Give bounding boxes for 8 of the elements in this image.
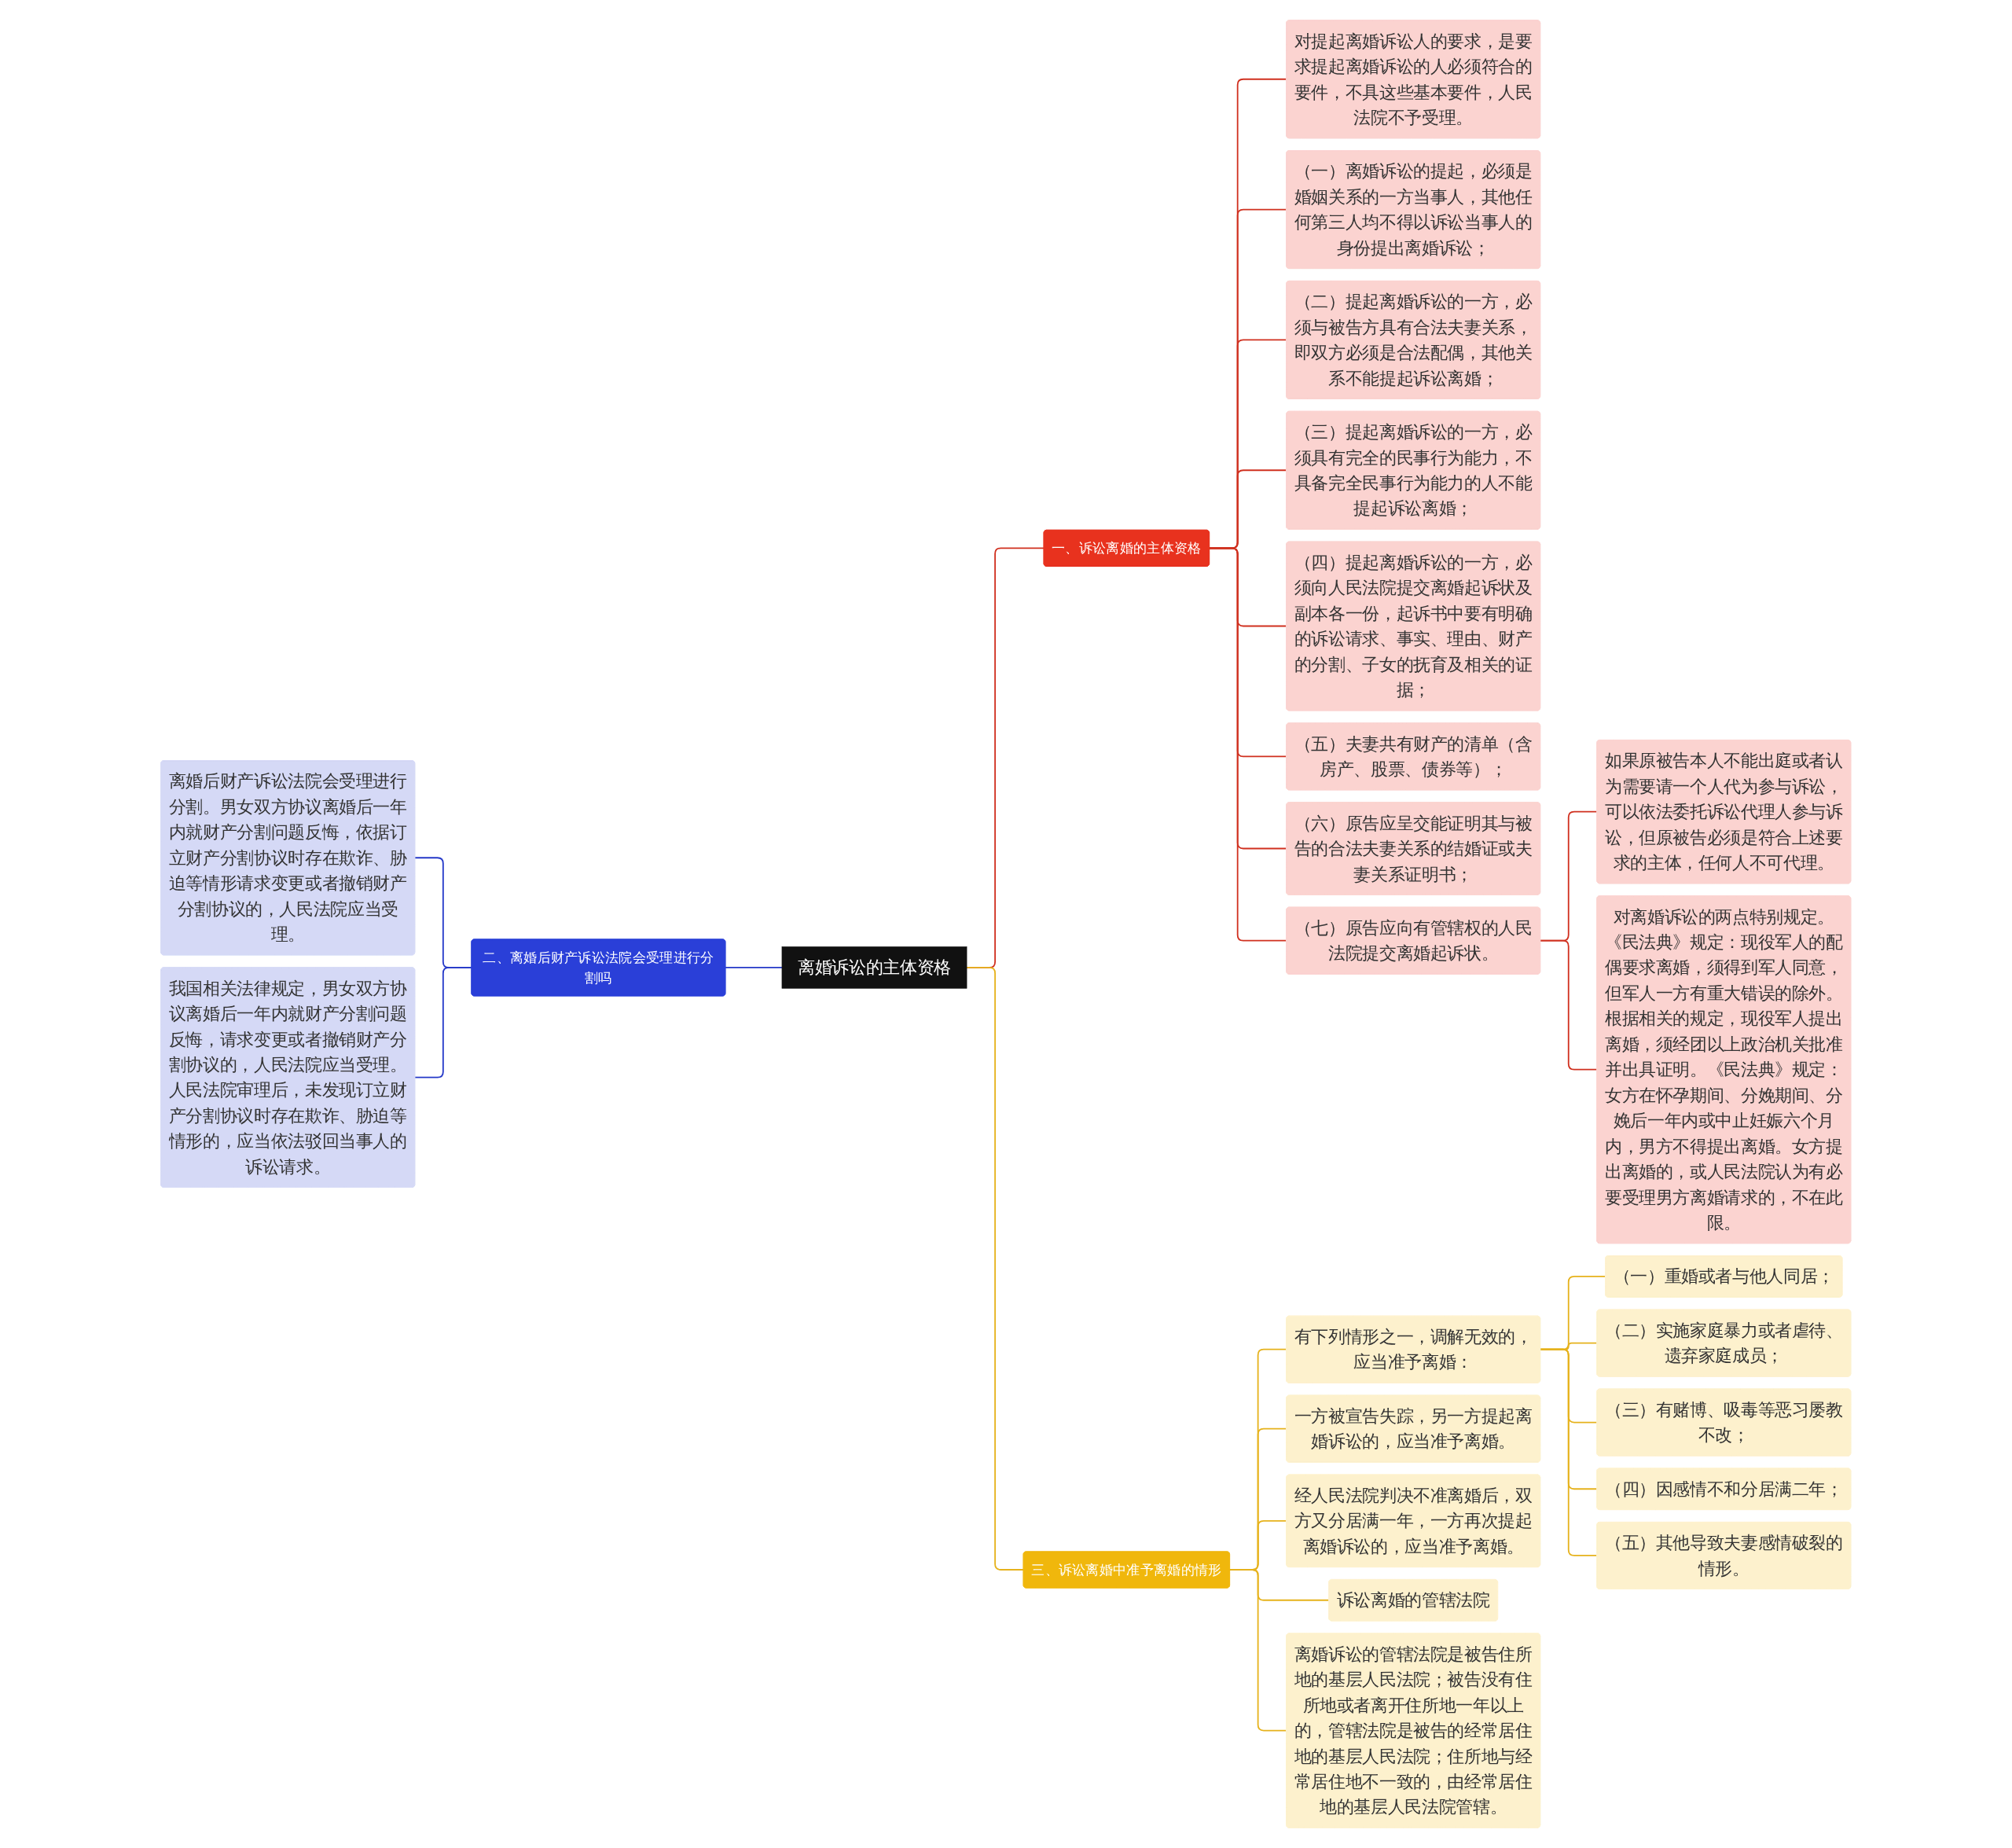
connector [966, 967, 1025, 1571]
connector [1540, 1348, 1598, 1556]
node-box [781, 946, 967, 989]
connector [414, 967, 472, 1078]
connector [1228, 1569, 1287, 1732]
connector [725, 967, 784, 968]
connector [1208, 547, 1287, 942]
connector [1540, 939, 1598, 1071]
